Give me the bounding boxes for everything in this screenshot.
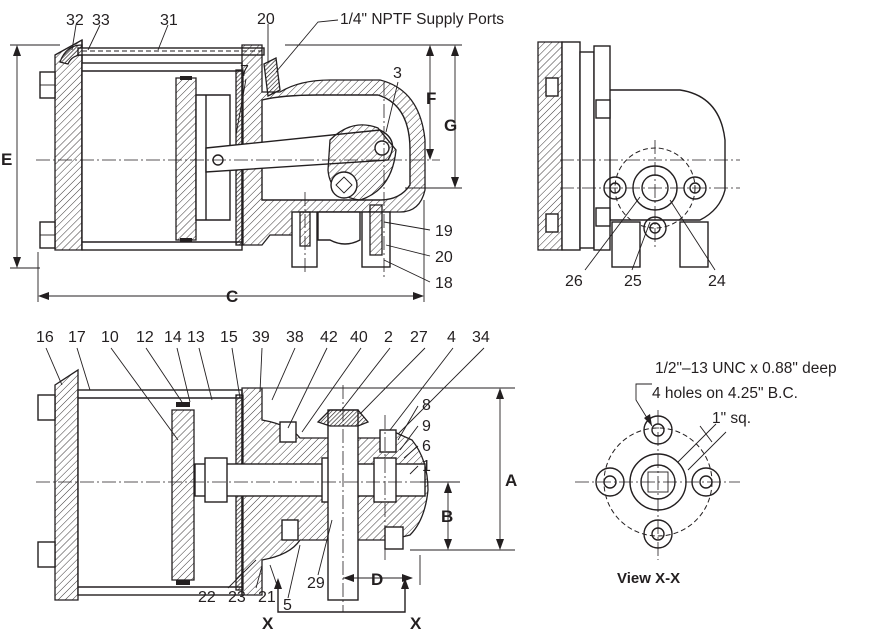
callout-6: 6: [422, 438, 431, 455]
square-note: 1" sq.: [712, 410, 751, 427]
callout-38: 38: [286, 329, 304, 346]
callout-5: 5: [283, 597, 292, 614]
tie-rod-nut-upper: [39, 71, 56, 99]
callout-16: 16: [36, 329, 54, 346]
callout-13: 13: [187, 329, 205, 346]
thread-note: 1/2"–13 UNC x 0.88" deep: [655, 360, 837, 377]
callout-3: 3: [393, 65, 402, 82]
callout-12: 12: [136, 329, 154, 346]
callout-42: 42: [320, 329, 338, 346]
end-view: [537, 41, 740, 271]
callout-15: 15: [220, 329, 238, 346]
dim-label-g: G: [444, 116, 457, 135]
callout-33: 33: [92, 12, 110, 29]
callout-10: 10: [101, 329, 119, 346]
view-xx: [575, 383, 740, 560]
callout-14: 14: [164, 329, 182, 346]
dim-label-d: D: [371, 570, 383, 589]
leader-lines-bottom: [45, 347, 485, 599]
callout-24: 24: [708, 273, 726, 290]
leader-lines-top-left: [71, 19, 431, 283]
callout-31: 31: [160, 12, 178, 29]
section-marker-x-left: X: [262, 614, 274, 633]
dim-label-e: E: [1, 150, 12, 169]
dim-label-a: A: [505, 471, 517, 490]
callout-19: 19: [435, 223, 453, 240]
callout-2: 2: [384, 329, 393, 346]
callout-21: 21: [258, 589, 276, 606]
callout-20-bottom: 20: [435, 249, 453, 266]
callout-8: 8: [422, 397, 431, 414]
piston: [175, 77, 197, 241]
callout-27: 27: [410, 329, 428, 346]
dimension-lines-top-left: [10, 44, 462, 302]
holes-note: 4 holes on 4.25" B.C.: [652, 385, 798, 402]
view-xx-title: View X-X: [617, 570, 680, 587]
callout-4: 4: [447, 329, 456, 346]
callout-18: 18: [435, 275, 453, 292]
tie-rod-nut-lower: [39, 221, 56, 249]
section-view: [36, 368, 450, 612]
callout-26: 26: [565, 273, 583, 290]
callout-20-top: 20: [257, 11, 275, 28]
dim-label-c: C: [226, 287, 238, 306]
section-marker-x-right: X: [410, 614, 422, 633]
callout-22: 22: [198, 589, 216, 606]
dimension-lines-bottom: [262, 387, 515, 613]
supply-ports-label: 1/4" NPTF Supply Ports: [340, 11, 504, 28]
dim-label-b: B: [441, 507, 453, 526]
callout-25: 25: [624, 273, 642, 290]
callout-9: 9: [422, 418, 431, 435]
end-cap: [54, 38, 83, 251]
callout-34: 34: [472, 329, 490, 346]
callout-39: 39: [252, 329, 270, 346]
callout-17: 17: [68, 329, 86, 346]
callout-32: 32: [66, 12, 84, 29]
callout-1: 1: [422, 458, 431, 475]
callout-29: 29: [307, 575, 325, 592]
callout-40: 40: [350, 329, 368, 346]
callout-7: 7: [240, 63, 249, 80]
dim-label-f: F: [426, 89, 436, 108]
side-elevation-view: [36, 38, 440, 280]
callout-23: 23: [228, 589, 246, 606]
